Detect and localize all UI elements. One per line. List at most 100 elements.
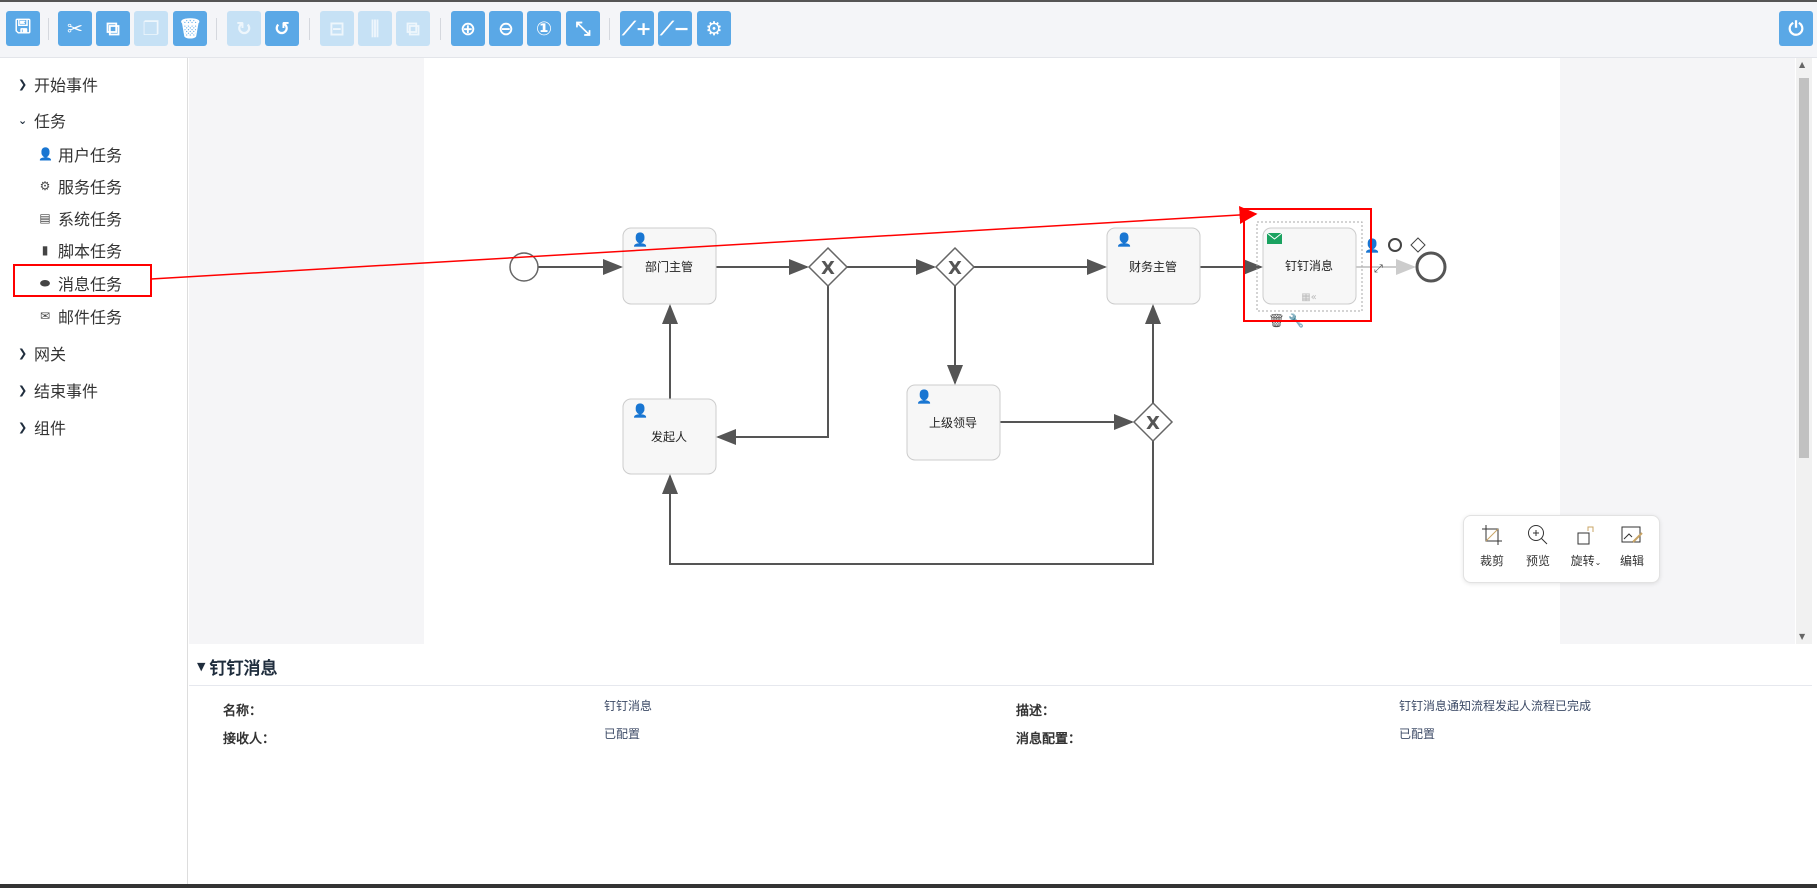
gateway-2[interactable]: X: [934, 246, 976, 288]
remove-bendpoint-button[interactable]: ⟋−: [658, 11, 692, 46]
toolbar-separator: [609, 18, 610, 40]
redo-icon: ↻: [236, 17, 252, 40]
align-horizontal-button[interactable]: ⊟: [320, 11, 354, 46]
gear-icon: ⚙: [39, 179, 51, 193]
cut-button[interactable]: ✂: [58, 11, 92, 46]
chevron-right-icon: ❯: [18, 420, 28, 434]
zoom-in-icon: ⊕: [460, 17, 476, 40]
power-button[interactable]: ⏻: [1779, 11, 1813, 46]
end-event[interactable]: [1415, 251, 1447, 283]
scrollbar-thumb[interactable]: [1799, 78, 1809, 458]
paste-icon: ❐: [142, 17, 160, 40]
task-initiator[interactable]: 👤 发起人: [622, 398, 717, 475]
align-horizontal-icon: ⊟: [329, 17, 345, 40]
diagram-canvas[interactable]: [424, 58, 1560, 644]
align-vertical-button[interactable]: ⫼: [358, 11, 392, 46]
chevron-right-icon: ❯: [18, 383, 28, 397]
add-bendpoint-icon: ⟋+: [622, 17, 652, 40]
zoom-fit-button[interactable]: ⤡: [566, 11, 600, 46]
task-dingding-message[interactable]: 钉钉消息 ▦« 🗑 🔧 👤 ⤢: [1256, 221, 1426, 329]
toolbar: 🖫 ✂ ⧉ ❐ 🗑 ↻ ↺ ⊟ ⫼ ⧉ ⊕ ⊖ ① ⤡ ⟋+ ⟋− ⚙ ⏻: [0, 2, 1817, 58]
sequence-flow[interactable]: [662, 441, 1154, 565]
message-config-value: 已配置: [1399, 727, 1436, 741]
user-icon: 👤: [38, 147, 53, 161]
gear-icon: ⚙: [705, 17, 723, 40]
palette-item-script-task[interactable]: ▮ 脚本任务: [38, 238, 122, 262]
item-label: 脚本任务: [58, 242, 123, 261]
item-label: 用户任务: [58, 146, 123, 165]
script-icon: ▮: [41, 243, 49, 257]
palette-item-message-task[interactable]: ⬬ 消息任务: [38, 271, 122, 295]
edit-button[interactable]: 编辑: [1610, 524, 1654, 569]
image-toolbar-popup: 裁剪 预览 旋转⌄ 编辑: [1463, 515, 1660, 583]
name-label: 名称：: [223, 704, 263, 719]
palette-group-end-events[interactable]: ❯ 结束事件: [18, 378, 98, 402]
chat-icon: ⬬: [39, 275, 51, 290]
save-icon: 🖫: [14, 15, 32, 38]
description-value: 钉钉消息通知流程发起人流程已完成: [1399, 699, 1592, 713]
paste-button[interactable]: ❐: [134, 11, 168, 46]
undo-button[interactable]: ↺: [265, 11, 299, 46]
zoom-out-button[interactable]: ⊖: [489, 11, 523, 46]
exclusive-gateway-icon: X: [821, 258, 835, 279]
task-finance-manager[interactable]: 👤 财务主管: [1106, 227, 1201, 305]
table-icon: ▤: [39, 211, 51, 225]
canvas-scrollbar[interactable]: ▲ ▼: [1796, 58, 1812, 644]
scissors-icon: ✂: [67, 17, 83, 40]
annotation-highlight-node: [1243, 208, 1372, 322]
description-label: 描述：: [1016, 704, 1056, 719]
scroll-down-icon[interactable]: ▼: [1799, 632, 1806, 641]
append-end-event-icon[interactable]: [1388, 238, 1402, 252]
remove-bendpoint-icon: ⟋−: [660, 17, 690, 40]
palette-item-user-task[interactable]: 👤 用户任务: [38, 142, 122, 166]
same-size-button[interactable]: ⧉: [396, 11, 430, 46]
zoom-in-button[interactable]: ⊕: [451, 11, 485, 46]
envelope-icon: ✉: [39, 309, 51, 323]
rotate-icon: [1577, 526, 1594, 545]
palette-item-system-task[interactable]: ▤系统任务: [38, 206, 122, 230]
zoom-out-icon: ⊖: [498, 17, 514, 40]
preview-button[interactable]: 预览: [1516, 524, 1560, 569]
group-label: 组件: [34, 419, 67, 438]
delete-button[interactable]: 🗑: [173, 11, 207, 46]
rotate-button[interactable]: 旋转⌄: [1564, 524, 1608, 569]
gateway-1[interactable]: X: [807, 246, 849, 288]
chevron-right-icon: ❯: [18, 346, 28, 360]
chevron-down-icon: ▼: [197, 660, 206, 673]
message-config-label: 消息配置：: [1016, 732, 1082, 747]
palette-item-service-task[interactable]: ⚙ 服务任务: [38, 174, 122, 198]
toolbar-separator: [216, 18, 217, 40]
connect-icon[interactable]: ⤢: [1374, 262, 1383, 275]
group-label: 结束事件: [34, 382, 99, 401]
redo-button[interactable]: ↻: [227, 11, 261, 46]
name-value: 钉钉消息: [604, 699, 653, 713]
palette-group-components[interactable]: ❯ 组件: [18, 415, 66, 439]
palette-group-tasks[interactable]: ⌄任务: [18, 108, 66, 132]
user-icon: 👤: [632, 403, 648, 419]
settings-button[interactable]: ⚙: [697, 11, 731, 46]
palette-item-mail-task[interactable]: ✉邮件任务: [38, 304, 122, 328]
append-user-task-icon[interactable]: 👤: [1364, 238, 1380, 254]
palette-group-gateways[interactable]: ❯网关: [18, 341, 66, 365]
gateway-3[interactable]: X: [1132, 401, 1174, 443]
properties-panel: ▼钉钉消息 名称： 钉钉消息 描述： 钉钉消息通知流程发起人流程已完成 接收人：…: [189, 646, 1812, 884]
scroll-up-icon[interactable]: ▲: [1799, 60, 1806, 69]
save-button[interactable]: 🖫: [6, 11, 40, 46]
start-event[interactable]: [509, 252, 539, 282]
zoom-actual-button[interactable]: ①: [527, 11, 561, 46]
crop-button[interactable]: 裁剪: [1470, 524, 1514, 569]
task-superior[interactable]: 👤 上级领导: [906, 384, 1001, 461]
group-label: 任务: [34, 112, 67, 131]
append-gateway-icon[interactable]: [1410, 237, 1426, 253]
chevron-right-icon: ❯: [18, 77, 28, 91]
copy-button[interactable]: ⧉: [96, 11, 130, 46]
item-label: 消息任务: [58, 275, 123, 294]
add-bendpoint-button[interactable]: ⟋+: [620, 11, 654, 46]
panel-header[interactable]: ▼钉钉消息: [197, 654, 277, 679]
palette-group-start-events[interactable]: ❯开始事件: [18, 72, 98, 96]
sequence-flow[interactable]: [716, 286, 829, 445]
chevron-down-icon: ⌄: [1594, 558, 1602, 567]
item-label: 服务任务: [58, 178, 123, 197]
task-dept-manager[interactable]: 👤 部门主管: [622, 227, 717, 305]
receiver-label: 接收人：: [223, 732, 276, 747]
